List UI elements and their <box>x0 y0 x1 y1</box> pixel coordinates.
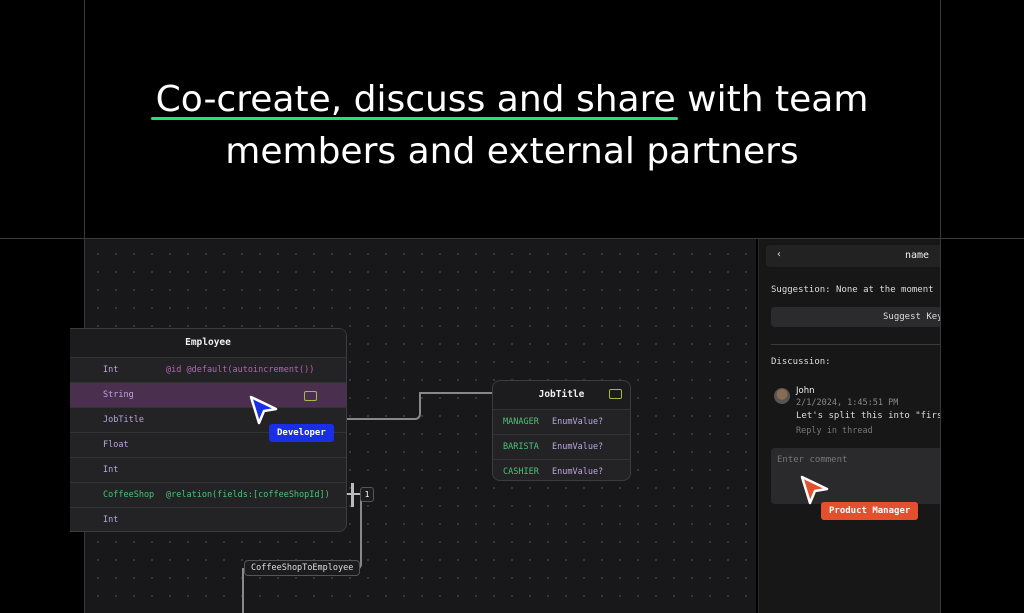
field-type: Int <box>103 465 119 475</box>
side-panel: ‹ name Suggestion: None at the moment Su… <box>758 239 940 613</box>
relation-marker <box>346 493 362 495</box>
back-button[interactable]: ‹ <box>776 249 783 260</box>
discussion-heading: Discussion: <box>771 357 831 367</box>
headline-underline <box>151 117 678 120</box>
table-title: Employee <box>70 329 346 357</box>
headline-rest: with team <box>675 79 869 120</box>
enum-type: EnumValue? <box>552 442 604 452</box>
relation-edge <box>419 392 493 394</box>
table-row-selected[interactable]: String <box>70 382 346 407</box>
jobtitle-table[interactable]: JobTitle MANAGER EnumValue? BARISTA EnumVa… <box>492 380 631 481</box>
guide-line <box>940 0 941 613</box>
field-attr: @relation(fields:[coffeeShopId]) <box>166 490 330 500</box>
table-row[interactable]: MANAGER EnumValue? <box>493 409 630 434</box>
relation-label[interactable]: CoffeeShopToEmployee <box>244 560 361 576</box>
field-type: Float <box>103 440 129 450</box>
field-type: CoffeeShop <box>103 490 155 500</box>
outer-margin <box>941 239 1024 613</box>
divider <box>771 344 940 345</box>
guide-line <box>84 0 85 613</box>
product-manager-cursor-label: Product Manager <box>821 502 919 520</box>
table-row[interactable]: JobTitle <box>70 407 346 432</box>
table-title: JobTitle <box>493 381 630 409</box>
panel-header: ‹ name <box>766 245 940 267</box>
relation-marker <box>351 483 354 507</box>
avatar <box>774 388 790 404</box>
suggestion-text: Suggestion: None at the moment <box>771 285 934 295</box>
comment-text: Let's split this into "firstName" <box>796 411 940 421</box>
field-attr: @id @default(autoincrement()) <box>166 358 314 383</box>
suggest-key-button[interactable]: Suggest Key <box>771 307 940 327</box>
comment-author: John <box>796 386 815 396</box>
table-row[interactable]: Float <box>70 432 346 457</box>
cursor-arrow-icon <box>249 395 278 425</box>
table-row[interactable]: Int @id @default(autoincrement()) <box>70 357 346 382</box>
table-row[interactable]: Int <box>70 507 346 531</box>
table-row[interactable]: CASHIER EnumValue? <box>493 459 630 480</box>
enum-type: EnumValue? <box>552 417 604 427</box>
field-type: String <box>103 390 134 400</box>
comment-time: 2/1/2024, 1:45:51 PM <box>796 398 899 408</box>
cardinality-badge: 1 <box>360 487 374 502</box>
relation-edge <box>346 392 421 420</box>
developer-cursor-label: Developer <box>269 424 334 442</box>
comment-icon[interactable] <box>304 391 317 401</box>
field-type: Int <box>103 365 119 375</box>
enum-name: BARISTA <box>503 442 539 452</box>
table-row[interactable]: BARISTA EnumValue? <box>493 434 630 459</box>
comment-placeholder: Enter comment <box>777 455 848 465</box>
enum-type: EnumValue? <box>552 467 604 477</box>
field-name: name <box>905 250 930 261</box>
cursor-arrow-icon <box>800 475 829 505</box>
headline-highlight: Co-create, discuss and share <box>155 79 676 120</box>
relation-edge <box>242 570 244 613</box>
field-type: Int <box>103 515 119 525</box>
guide-line <box>0 238 1024 239</box>
headline: Co-create, discuss and share with team m… <box>0 74 1024 178</box>
reply-in-thread-link[interactable]: Reply in thread <box>796 426 873 436</box>
attr-text: @id @default(autoincrement()) <box>166 365 315 375</box>
comment-icon[interactable] <box>609 389 622 399</box>
field-type: JobTitle <box>103 415 144 425</box>
employee-table[interactable]: Employee Int @id @default(autoincrement()… <box>70 328 347 532</box>
headline-line2: members and external partners <box>225 131 799 172</box>
table-row[interactable]: CoffeeShop @relation(fields:[coffeeShopId… <box>70 482 346 507</box>
table-row[interactable]: Int <box>70 457 346 482</box>
enum-name: CASHIER <box>503 467 539 477</box>
comment-input[interactable]: Enter comment <box>771 448 940 504</box>
enum-name: MANAGER <box>503 417 539 427</box>
